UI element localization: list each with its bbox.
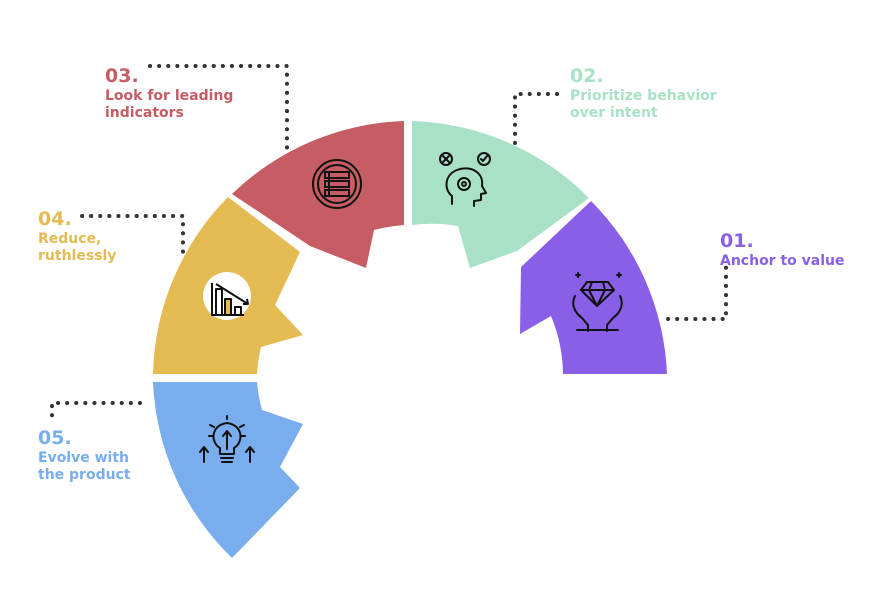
step-01-text: Anchor to value [720, 252, 845, 269]
step-05-number: 05. [38, 427, 72, 449]
step-02-number: 02. [570, 65, 604, 87]
segment-05 [153, 382, 303, 558]
connector-02 [513, 92, 560, 145]
step-02-text: Prioritize behavior over intent [570, 87, 717, 121]
list-circle-icon [312, 159, 362, 209]
step-01-label: 01. Anchor to value [720, 230, 890, 270]
step-03-label: 03. Look for leading indicators [105, 65, 305, 121]
step-05-text: Evolve with the product [38, 449, 131, 483]
step-05-label: 05. Evolve with the product [38, 427, 198, 483]
segment-01 [520, 201, 667, 374]
declining-bar-chart-icon [203, 272, 251, 320]
segment-02 [412, 121, 589, 268]
diamond-in-hands-icon [572, 272, 623, 332]
step-02-label: 02. Prioritize behavior over intent [570, 65, 770, 121]
head-gear-check-icon [439, 152, 491, 207]
lightbulb-arrows-icon [199, 415, 255, 463]
step-03-number: 03. [105, 65, 139, 87]
step-01-number: 01. [720, 230, 754, 252]
connector-05 [50, 401, 142, 418]
step-04-text: Reduce, ruthlessly [38, 230, 117, 264]
connector-01 [666, 258, 728, 321]
step-03-text: Look for leading indicators [105, 87, 234, 121]
step-04-label: 04. Reduce, ruthlessly [38, 208, 188, 264]
connector-04 [80, 214, 185, 256]
segment-03 [232, 121, 404, 268]
step-04-number: 04. [38, 208, 72, 230]
connector-03 [148, 64, 289, 150]
